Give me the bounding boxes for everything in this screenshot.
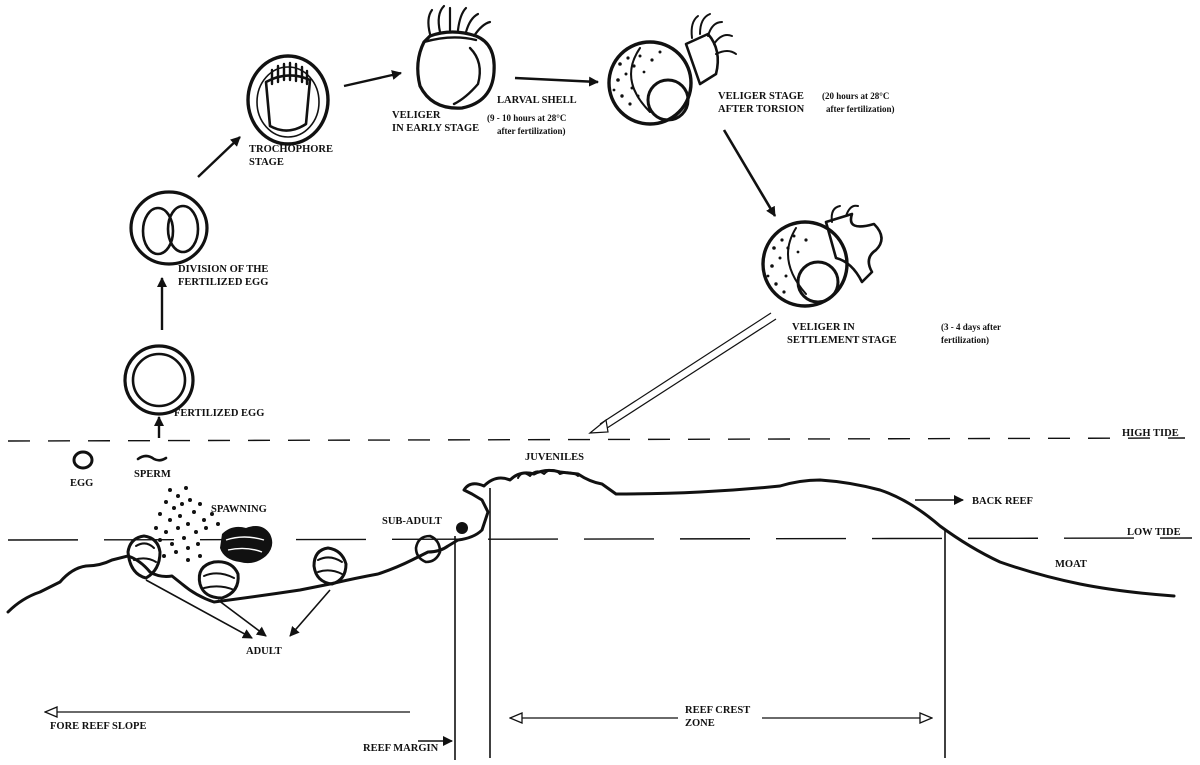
adult-snail-1 [126, 534, 162, 580]
larval-shell-label: LARVAL SHELL [497, 95, 577, 106]
veliger-settlement-drawing [761, 204, 883, 308]
trochophore-label-line1: TROCHOPHORE [249, 144, 333, 155]
egg-icon [72, 450, 94, 470]
arrow-to-veliger-torsion [514, 76, 599, 87]
spawning-mass [220, 526, 273, 564]
high-tide-label: HIGH TIDE [1122, 428, 1179, 439]
reef-crest-label-bg [678, 702, 762, 736]
veliger-early-label-line1: VELIGER [392, 110, 441, 121]
back-reef-label: BACK REEF [972, 496, 1033, 507]
arrow-to-veliger-early [343, 70, 402, 88]
division-label-line2: FERTILIZED EGG [178, 277, 268, 288]
early-time-line1: (9 - 10 hours at 28°C [487, 113, 566, 123]
moat-label: MOAT [1055, 559, 1087, 570]
torsion-label-line1: VELIGER STAGE [718, 91, 804, 102]
adult-pointer-arrows [145, 579, 331, 639]
trochophore-drawing [246, 54, 330, 146]
fore-reef-slope-label: FORE REEF SLOPE [50, 721, 146, 732]
adult-snail-3 [312, 546, 348, 586]
high-tide-line [7, 437, 1186, 442]
reef-crest-label-line1: REEF CREST [685, 705, 750, 716]
torsion-time-line1: (20 hours at 28°C [822, 91, 889, 101]
veliger-early-drawing [416, 4, 496, 110]
sperm-label: SPERM [134, 469, 171, 480]
arrow-to-trochophore [197, 136, 241, 178]
adult-snail-2 [197, 560, 240, 600]
egg-label: EGG [70, 478, 93, 489]
egg-division-drawing [129, 190, 209, 266]
division-label-line1: DIVISION OF THE [178, 264, 268, 275]
veliger-torsion-drawing [607, 13, 737, 126]
torsion-label-line2: AFTER TORSION [718, 104, 805, 115]
reef-margin-label: REEF MARGIN [363, 743, 439, 754]
fertilized-egg-drawing [123, 344, 195, 416]
low-tide-line [7, 537, 1193, 541]
juvenile-shells [517, 469, 579, 479]
stage-arrows [154, 70, 777, 438]
torsion-time-line2: after fertilization) [826, 104, 895, 114]
juveniles-label: JUVENILES [525, 452, 584, 463]
spawning-cloud [154, 486, 220, 562]
sub-adult-label: SUB-ADULT [382, 516, 442, 527]
low-tide-label: LOW TIDE [1127, 527, 1181, 538]
settlement-double-arrow [588, 312, 777, 434]
settlement-label-line2: SETTLEMENT STAGE [787, 335, 897, 346]
arrow-to-veliger-settlement [722, 129, 777, 217]
spawning-label: SPAWNING [211, 504, 267, 515]
adult-label: ADULT [246, 646, 282, 657]
settlement-time-line2: fertilization) [941, 335, 989, 345]
sub-adult-snail [414, 522, 468, 564]
sperm-icon [136, 454, 168, 462]
reef-crest-label-line2: ZONE [685, 718, 715, 729]
settlement-label-line1: VELIGER IN [792, 322, 855, 333]
reef-profile [6, 468, 1176, 614]
early-time-line2: after fertilization) [497, 126, 566, 136]
trochophore-label-line2: STAGE [249, 157, 284, 168]
settlement-time-line1: (3 - 4 days after [941, 322, 1001, 332]
fertilized-egg-label: FERTILIZED EGG [174, 408, 264, 419]
veliger-early-label-line2: IN EARLY STAGE [392, 123, 479, 134]
